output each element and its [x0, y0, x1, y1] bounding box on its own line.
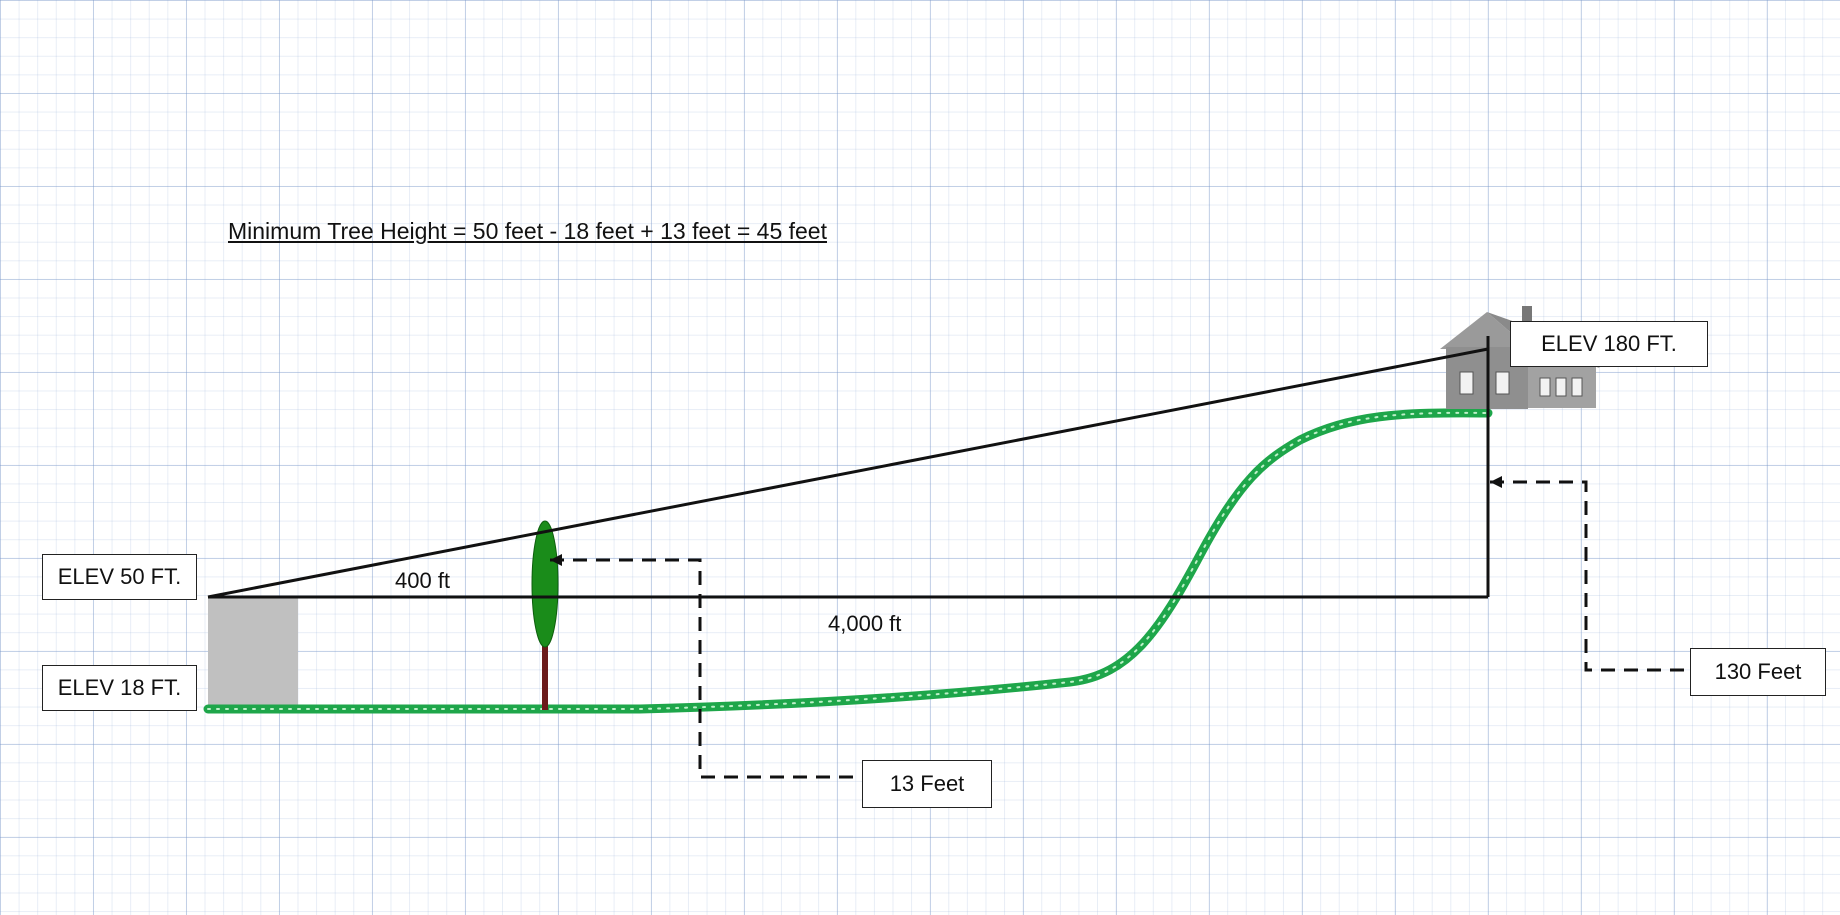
- house-rise-label: 130 Feet: [1690, 648, 1826, 696]
- sight-line: [207, 347, 1489, 599]
- distance-tree-label: 400 ft: [395, 568, 451, 593]
- terrain-line-dots: [207, 411, 1489, 710]
- tree-clearance-callout: [550, 558, 862, 779]
- page-title: Minimum Tree Height = 50 feet - 18 feet …: [228, 218, 827, 244]
- tree-clearance-arrowhead: [550, 554, 562, 566]
- house-rise-arrowhead: [1490, 476, 1502, 488]
- tree-icon: [531, 520, 559, 710]
- elev-observer-label: ELEV 50 FT.: [42, 554, 197, 600]
- house-rise-callout: [1490, 480, 1690, 672]
- distance-house-label: 4,000 ft: [828, 611, 902, 636]
- elev-ground-label: ELEV 18 FT.: [42, 665, 197, 711]
- observer-platform: [208, 597, 298, 709]
- elev-house-label: ELEV 180 FT.: [1510, 321, 1708, 367]
- tree-clearance-label: 13 Feet: [862, 760, 992, 808]
